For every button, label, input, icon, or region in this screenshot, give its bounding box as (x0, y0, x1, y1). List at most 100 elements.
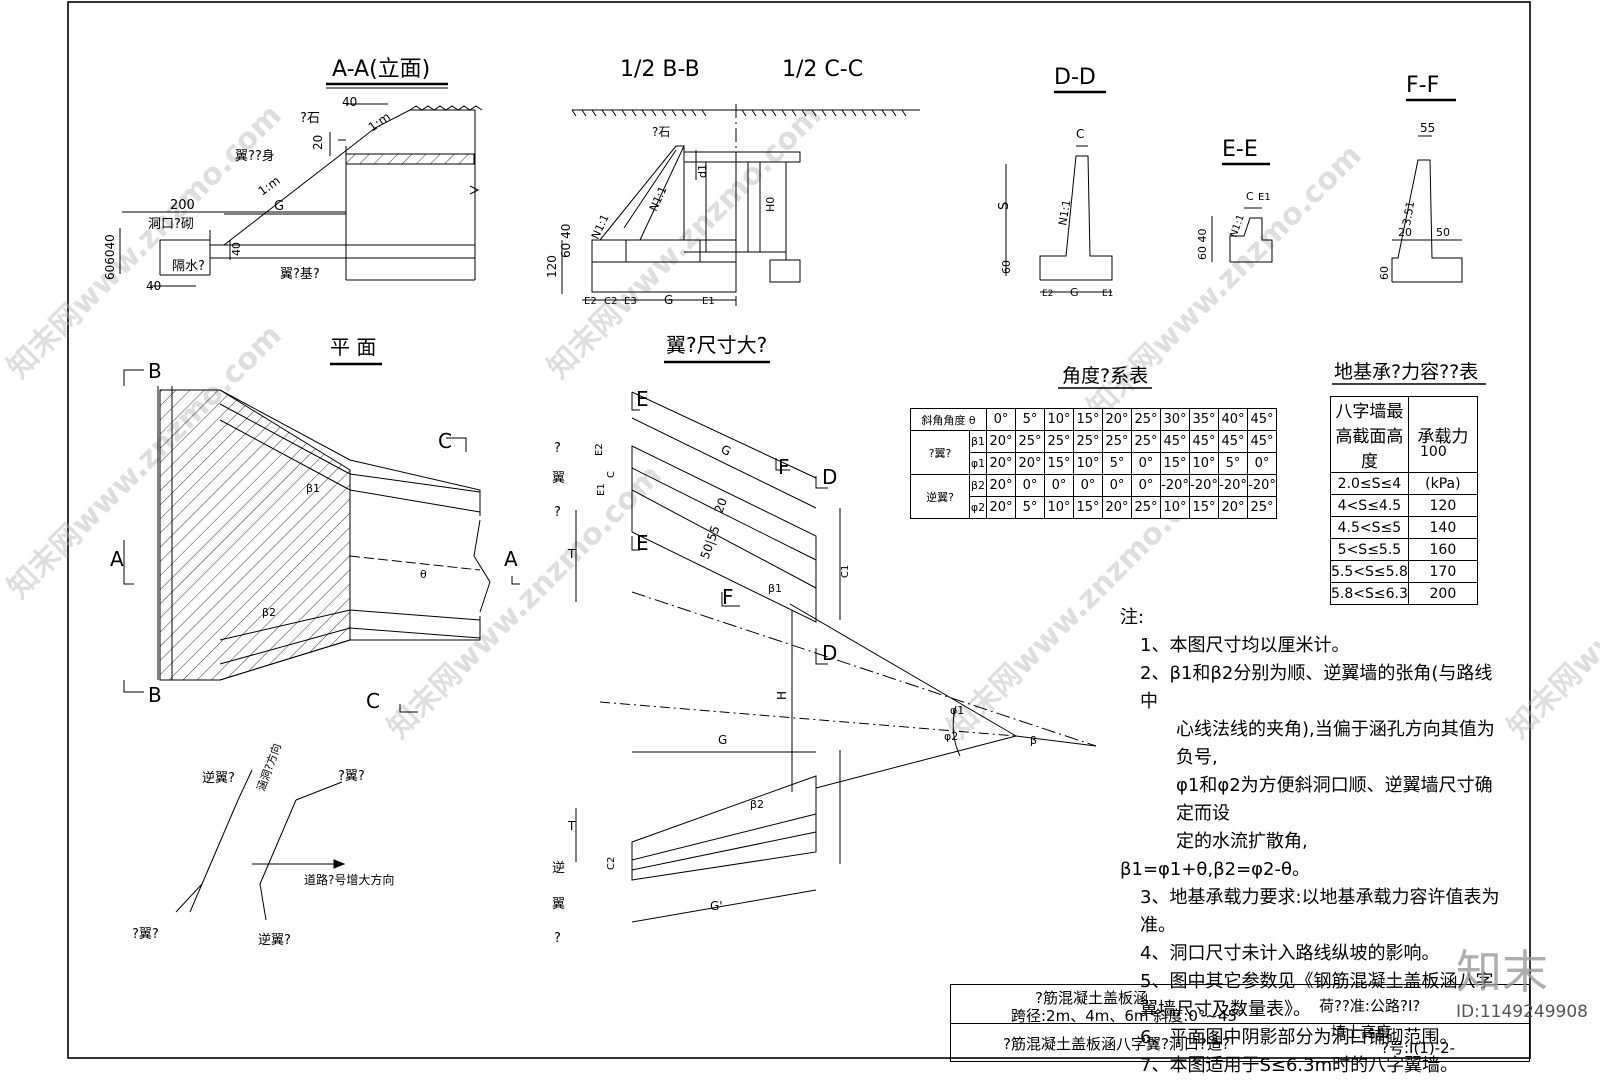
svg-text:40: 40 (342, 95, 357, 109)
svg-text:C2: C2 (606, 857, 617, 870)
svg-text:φ2: φ2 (944, 730, 958, 743)
value-cell: 25° (1131, 496, 1161, 519)
svg-text:55: 55 (1420, 121, 1435, 135)
value-cell: 20° (986, 474, 1016, 497)
range-cell: 4.5<S≤5 (1330, 516, 1409, 539)
value-cell: 5° (1218, 452, 1248, 475)
svg-text:40: 40 (230, 242, 243, 256)
svg-text:β2: β2 (750, 798, 764, 811)
notes-head: 注: (1120, 607, 1145, 628)
section-dd-title: D-D (1054, 65, 1096, 90)
svg-text:E2: E2 (584, 296, 597, 307)
svg-text:60 40: 60 40 (559, 224, 573, 258)
svg-text:D: D (822, 641, 837, 665)
value-cell: 5° (1102, 452, 1132, 475)
svg-text:N1:1: N1:1 (589, 212, 612, 241)
svg-text:E: E (636, 387, 649, 411)
load-standard: 荷??准:公路?I? (1319, 997, 1421, 1015)
svg-text:翼??身: 翼??身 (235, 148, 275, 164)
svg-text:E1: E1 (702, 296, 715, 307)
value-cell: 10° (1160, 496, 1190, 519)
range-cell: 5.8<S≤6.3 (1330, 582, 1409, 605)
svg-text:?翼?: ?翼? (132, 927, 159, 942)
svg-text:β1: β1 (768, 582, 782, 595)
title-block: ?筋混凝土盖板涵 跨径:2m、4m、6m 斜度:0°~45° 荷??准:公路?I… (950, 984, 1530, 1062)
value-cell: 0° (1247, 452, 1277, 475)
svg-text:N1:1: N1:1 (1056, 199, 1073, 227)
symbol-cell: φ1 (969, 452, 987, 475)
note-line: 4、洞口尺寸未计入路线纵坡的影响。 (1140, 943, 1440, 964)
value-cell: 20° (1102, 496, 1132, 519)
drawing-number: ?号:I(1)-2- (1381, 1039, 1456, 1057)
value-cell: 25° (1073, 430, 1103, 453)
value-cell: 15° (1189, 496, 1219, 519)
svg-text:H0: H0 (764, 197, 777, 212)
angle-cell: 20° (1102, 408, 1132, 431)
svg-text:隔水?: 隔水? (172, 259, 205, 274)
angle-cell: 15° (1073, 408, 1103, 431)
svg-text:翼?基?: 翼?基? (280, 267, 320, 282)
svg-text:逆翼?: 逆翼? (258, 932, 291, 948)
svg-text:G: G (1070, 286, 1079, 299)
svg-text:知末网www.znzmo.com: 知末网www.znzmo.com (381, 458, 669, 746)
value-cell: 10° (1044, 496, 1074, 519)
svg-text:C: C (366, 689, 380, 713)
svg-text:50: 50 (1436, 226, 1450, 239)
svg-text:C: C (438, 429, 452, 453)
project-name: ?筋混凝土盖板涵 (1035, 989, 1148, 1007)
angle-row-phi2: φ2 20° 5° 10° 15° 20° 25° 10° 15° 20° 25… (911, 496, 1277, 519)
svg-text:C2: C2 (604, 296, 617, 307)
value-cell: 0° (1073, 474, 1103, 497)
angle-relation-table: 斜角角度 θ 0° 5° 10° 15° 20° 25° 30° 35° 40°… (910, 408, 1277, 519)
note-line: φ1和φ2为方便斜洞口顺、逆翼墙尺寸确定而设 (1176, 775, 1493, 824)
angle-row-beta2: 逆翼? β2 20° 0° 0° 0° 0° 0° -20° -20° -20°… (910, 474, 1277, 519)
range-cell: 5<S≤5.5 (1330, 538, 1409, 561)
bearing-table-title: 地基承?力容??表 (1334, 361, 1478, 383)
header-height: 八字墙最高截面高度 (1330, 396, 1409, 473)
value-cell: 25° (1015, 430, 1045, 453)
svg-text:G: G (664, 293, 673, 307)
value-cell: 0° (1131, 452, 1161, 475)
unit-cell: 2.0≤S≤4 (1330, 472, 1409, 495)
svg-text:F: F (722, 585, 734, 609)
range-cell: 4<S≤4.5 (1330, 494, 1409, 517)
value-cell: 160 (1407, 538, 1478, 561)
svg-text:?石: ?石 (300, 111, 320, 126)
angle-row-beta1: ?翼? β1 20° 25° 25° 25° 25° 25° 45° 45° 4… (910, 430, 1277, 475)
angle-cell: 30° (1160, 408, 1190, 431)
svg-text:?: ? (554, 505, 561, 520)
svg-text:60: 60 (1000, 260, 1013, 274)
svg-text:E2: E2 (594, 443, 605, 456)
svg-text:?: ? (554, 931, 561, 946)
svg-text:B: B (148, 359, 162, 383)
value-cell: 25° (1102, 430, 1132, 453)
unit-cell: (kPa) (1407, 472, 1478, 495)
value-cell: 140 (1407, 516, 1478, 539)
svg-text:d1: d1 (696, 164, 709, 178)
svg-text:3.51: 3.51 (1400, 200, 1417, 226)
angle-header-row: 斜角角度 θ 0° 5° 10° 15° 20° 25° 30° 35° 40°… (910, 408, 1277, 431)
svg-text:20: 20 (311, 135, 325, 150)
value-cell: 20° (1015, 452, 1045, 475)
value-cell: 20° (986, 430, 1016, 453)
symbol-cell: φ2 (969, 496, 987, 519)
svg-text:G': G' (710, 899, 723, 913)
section-aa-title: A-A(立面) (332, 57, 430, 82)
svg-text:?翼?: ?翼? (338, 769, 365, 784)
section-aa: A-A(立面) 40 ?石 1:m 20 翼??身 1:m 20 (103, 57, 483, 293)
svg-text:逆: 逆 (552, 860, 565, 876)
section-bb-title: 1/2 B-B (620, 57, 700, 82)
plan-title: 平 面 (330, 335, 376, 359)
value-cell: 20° (986, 496, 1016, 519)
value-cell: 25° (1131, 430, 1161, 453)
header-capacity: 承载力 (1407, 396, 1478, 473)
svg-text:1:m: 1:m (366, 110, 393, 135)
svg-text:20: 20 (712, 496, 730, 515)
value-cell: 45° (1189, 430, 1219, 453)
section-ff-title: F-F (1406, 73, 1439, 98)
wing-detail: 翼?尺寸大? E E F F (552, 333, 1097, 946)
